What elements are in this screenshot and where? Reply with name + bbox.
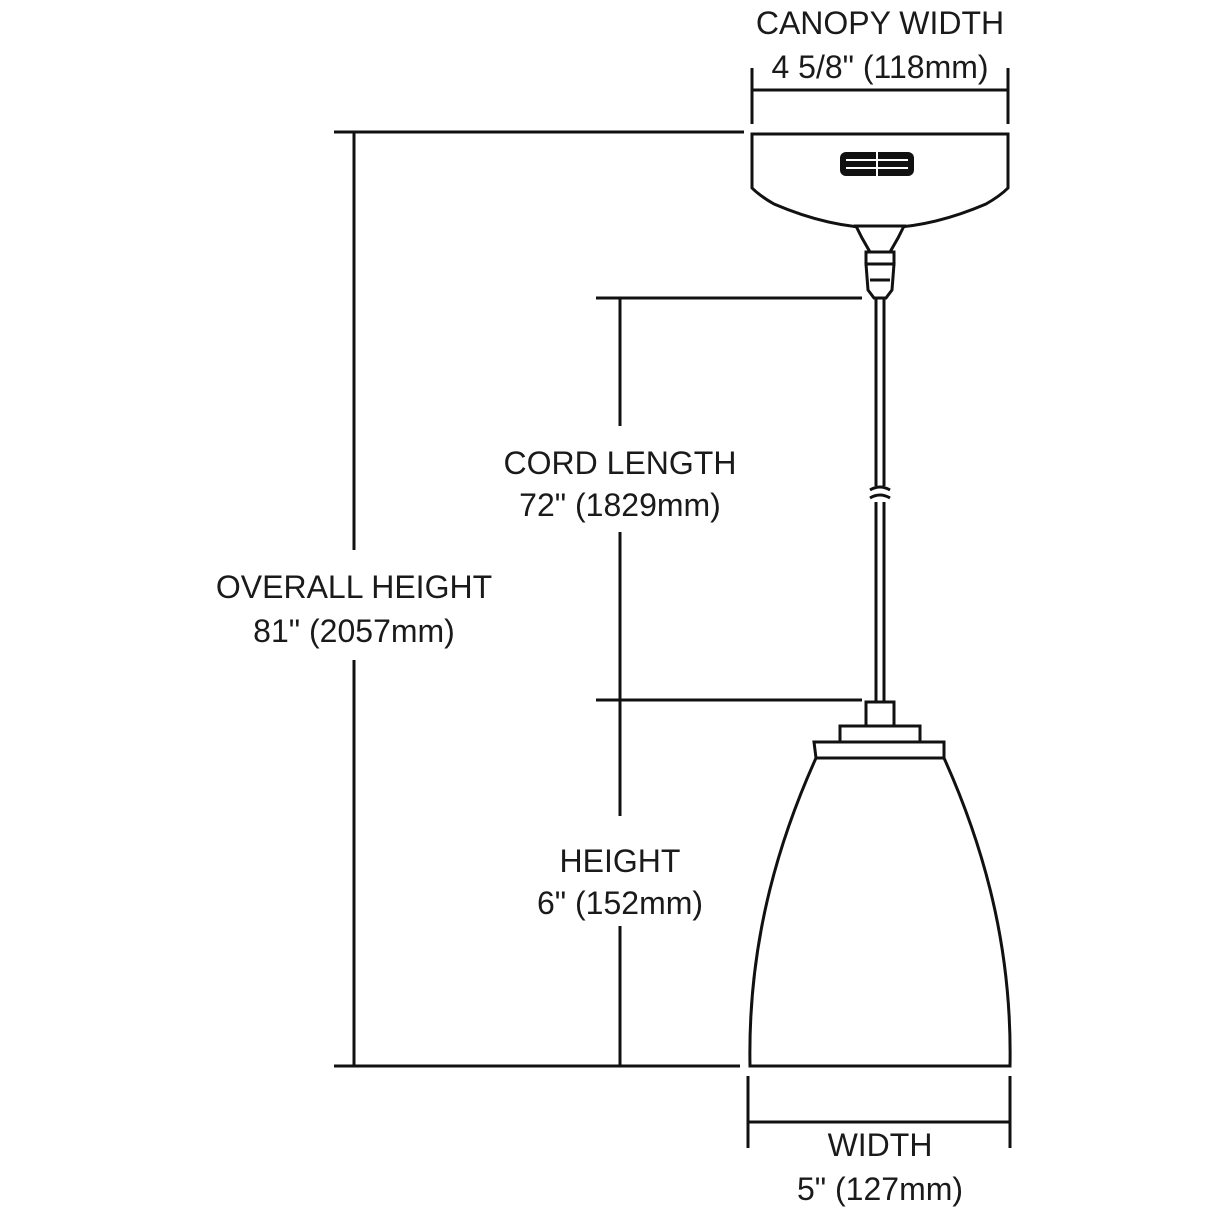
pendant-shade <box>748 700 1012 1068</box>
height-value: 6" (152mm) <box>537 885 703 921</box>
overall-height-value: 81" (2057mm) <box>253 613 455 649</box>
width-dimension: WIDTH 5" (127mm) <box>746 1076 1012 1207</box>
canopy <box>750 132 1010 230</box>
canopy-width-label: CANOPY WIDTH <box>756 5 1004 41</box>
overall-height-dimension: OVERALL HEIGHT 81" (2057mm) <box>216 130 744 1068</box>
canopy-body <box>750 132 1010 230</box>
cord-grip-top <box>853 224 907 254</box>
cord-length-value: 72" (1829mm) <box>519 487 721 523</box>
overall-height-label: OVERALL HEIGHT <box>216 569 492 605</box>
width-value: 5" (127mm) <box>797 1171 963 1207</box>
shade-socket <box>864 700 896 730</box>
height-dimension: HEIGHT 6" (152mm) <box>537 700 703 1066</box>
shade-rim <box>812 740 946 760</box>
cord <box>869 298 891 702</box>
cord-length-label: CORD LENGTH <box>504 445 737 481</box>
height-label: HEIGHT <box>560 843 681 879</box>
cord-length-dimension: CORD LENGTH 72" (1829mm) <box>504 296 862 702</box>
cord-grip-ring <box>864 250 896 266</box>
shade-cap <box>838 724 922 744</box>
cord-break-icon <box>869 485 891 492</box>
cord-grip <box>853 224 907 300</box>
canopy-width-dimension: CANOPY WIDTH 4 5/8" (118mm) <box>750 5 1010 124</box>
shade-body <box>748 756 1012 1068</box>
canopy-width-value: 4 5/8" (118mm) <box>771 49 988 85</box>
width-label: WIDTH <box>828 1127 933 1163</box>
